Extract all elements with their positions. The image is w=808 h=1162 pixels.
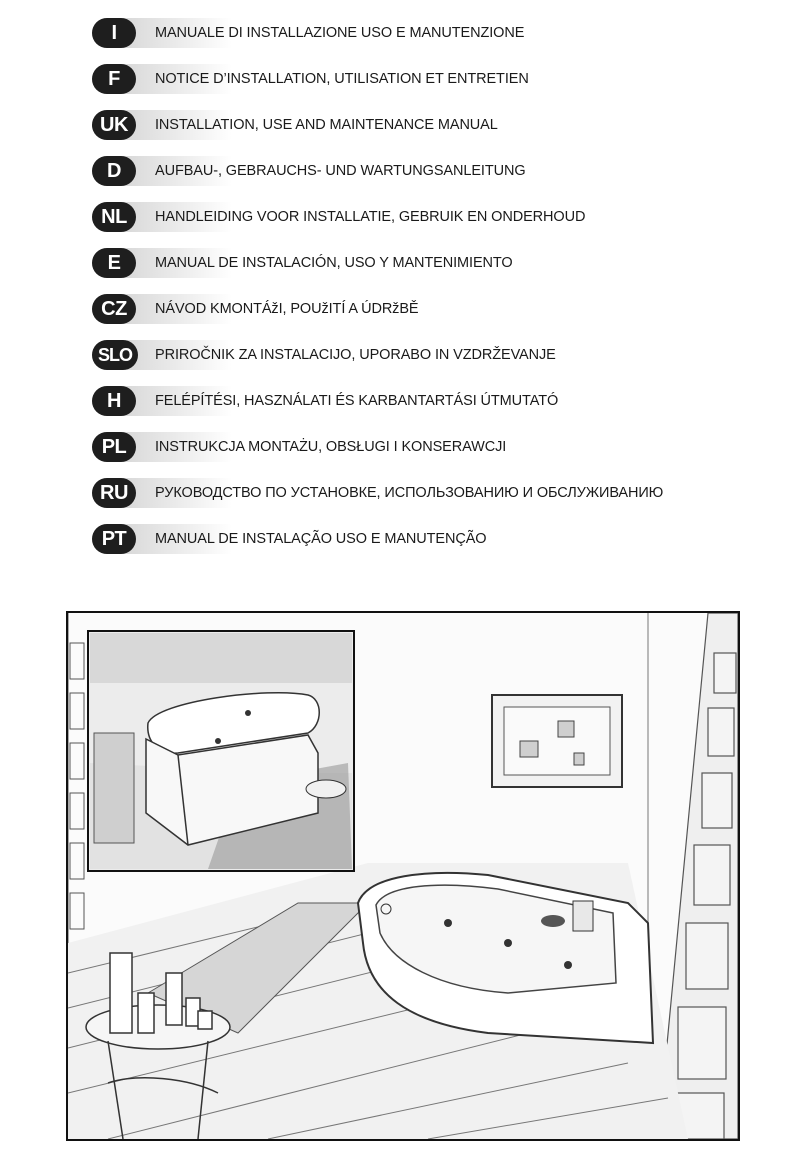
language-code-badge: PT bbox=[92, 524, 136, 554]
language-code-badge: UK bbox=[92, 110, 136, 140]
language-code-badge: SLO bbox=[92, 340, 139, 370]
language-title: INSTRUKCJA MONTAŻU, OBSŁUGI I KONSERAWCJ… bbox=[155, 439, 507, 455]
language-code-badge: CZ bbox=[92, 294, 136, 324]
language-row-e: E MANUAL DE INSTALACIÓN, USO Y MANTENIMI… bbox=[92, 248, 792, 278]
language-code-badge: I bbox=[92, 18, 136, 48]
language-code-badge: D bbox=[92, 156, 136, 186]
language-code-badge: PL bbox=[92, 432, 136, 462]
language-title: NOTICE D’INSTALLATION, UTILISATION ET EN… bbox=[155, 71, 529, 87]
language-row-cz: CZ NÁVOD KMONTÁžI, POUžITÍ A ÚDRžBĚ bbox=[92, 294, 792, 324]
left-tile-wall bbox=[68, 613, 85, 1013]
language-row-d: D AUFBAU-, GEBRAUCHS- UND WARTUNGSANLEIT… bbox=[92, 156, 792, 186]
wall-picture bbox=[491, 694, 623, 788]
language-title: MANUALE DI INSTALLAZIONE USO E MANUTENZI… bbox=[155, 25, 525, 41]
language-row-slo: SLO PRIROČNIK ZA INSTALACIJO, UPORABO IN… bbox=[92, 340, 792, 370]
language-title: FELÉPÍTÉSI, HASZNÁLATI ÉS KARBANTARTÁSI … bbox=[155, 393, 559, 409]
language-title: HANDLEIDING VOOR INSTALLATIE, GEBRUIK EN… bbox=[155, 209, 586, 225]
language-code-badge: H bbox=[92, 386, 136, 416]
language-row-nl: NL HANDLEIDING VOOR INSTALLATIE, GEBRUIK… bbox=[92, 202, 792, 232]
language-title: AUFBAU-, GEBRAUCHS- UND WARTUNGSANLEITUN… bbox=[155, 163, 526, 179]
language-title: MANUAL DE INSTALAÇÃO USO E MANUTENÇÃO bbox=[155, 531, 487, 547]
language-title: MANUAL DE INSTALACIÓN, USO Y MANTENIMIEN… bbox=[155, 255, 513, 271]
language-row-h: H FELÉPÍTÉSI, HASZNÁLATI ÉS KARBANTARTÁS… bbox=[92, 386, 792, 416]
inset-bathtub-photo bbox=[87, 630, 355, 872]
language-title: PRIROČNIK ZA INSTALACIJO, UPORABO IN VZD… bbox=[155, 347, 556, 363]
language-title: NÁVOD KMONTÁžI, POUžITÍ A ÚDRžBĚ bbox=[155, 301, 419, 317]
bathtub-illustration bbox=[66, 611, 740, 1141]
language-code-badge: RU bbox=[92, 478, 136, 508]
language-code-badge: E bbox=[92, 248, 136, 278]
language-row-ru: RU РУКОВОДСТВО ПО УСТАНОВКЕ, ИСПОЛЬЗОВАН… bbox=[92, 478, 792, 508]
corner-bathtub bbox=[356, 871, 655, 1045]
language-row-pl: PL INSTRUKCJA MONTAŻU, OBSŁUGI I KONSERA… bbox=[92, 432, 792, 462]
language-row-pt: PT MANUAL DE INSTALAÇÃO USO E MANUTENÇÃO bbox=[92, 524, 792, 554]
language-row-uk: UK INSTALLATION, USE AND MAINTENANCE MAN… bbox=[92, 110, 792, 140]
language-title: РУКОВОДСТВО ПО УСТАНОВКЕ, ИСПОЛЬЗОВАНИЮ … bbox=[155, 485, 664, 501]
language-code-badge: NL bbox=[92, 202, 136, 232]
bathroom-sketch bbox=[68, 613, 738, 1139]
side-table-candles bbox=[85, 952, 231, 1139]
language-title: INSTALLATION, USE AND MAINTENANCE MANUAL bbox=[155, 117, 498, 133]
language-row-i: I MANUALE DI INSTALLAZIONE USO E MANUTEN… bbox=[92, 18, 792, 48]
language-row-f: F NOTICE D’INSTALLATION, UTILISATION ET … bbox=[92, 64, 792, 94]
language-code-badge: F bbox=[92, 64, 136, 94]
